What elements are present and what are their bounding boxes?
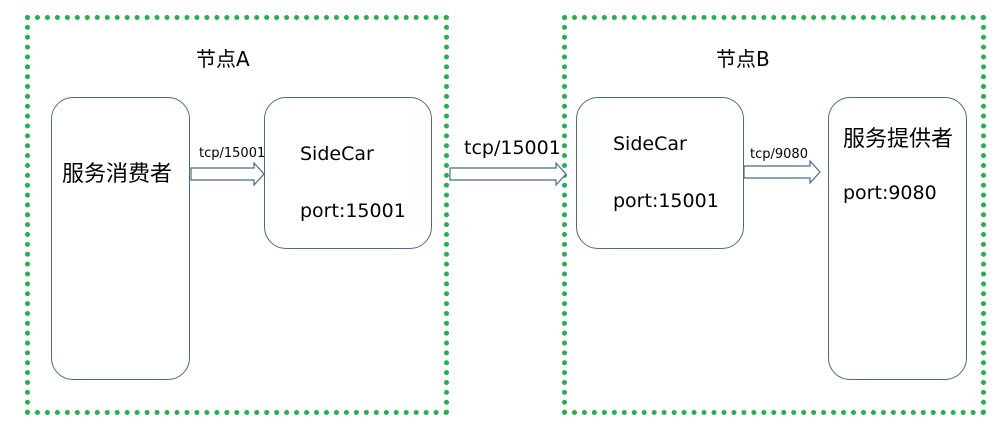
service-provider-port: port:9080 xyxy=(843,182,937,204)
node-a-title: 节点A xyxy=(196,47,250,71)
node-a-frame xyxy=(25,15,449,415)
service-provider-label: 服务提供者 xyxy=(843,127,954,152)
node-b-frame xyxy=(562,15,986,415)
sidecar-b-port: port:15001 xyxy=(613,190,719,212)
sidecar-a-to-sidecar-b-label: tcp/15001 xyxy=(464,137,561,159)
sidecar-a-box xyxy=(264,97,432,249)
service-provider-box xyxy=(828,97,967,380)
sidecar-b-box xyxy=(576,97,744,249)
consumer-to-sidecar-a-label: tcp/15001 xyxy=(199,146,266,161)
sidecar-a-name: SideCar xyxy=(300,143,374,165)
sidecar-b-name: SideCar xyxy=(613,133,687,155)
sidecar-a-to-sidecar-b-arrow xyxy=(449,161,567,187)
node-b-title: 节点B xyxy=(716,47,770,71)
sidecar-b-to-provider-label: tcp/9080 xyxy=(750,147,808,162)
sidecar-a-port: port:15001 xyxy=(300,200,406,222)
service-consumer-label: 服务消费者 xyxy=(62,162,173,187)
service-consumer-box xyxy=(51,97,190,380)
